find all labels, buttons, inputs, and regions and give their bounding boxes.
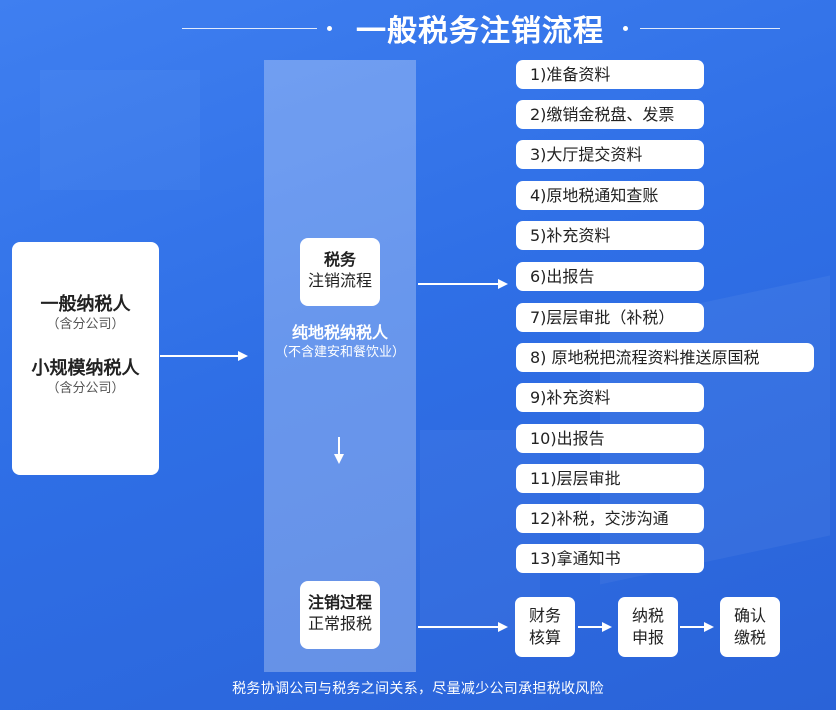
confirm-tax-payment-box: 确认 缴税 (720, 597, 780, 657)
cancellation-period-box: 注销过程 正常报税 (300, 581, 380, 649)
financial-accounting-line2: 核算 (528, 628, 561, 647)
title-line-right (640, 28, 780, 29)
step-item: 8) 原地税把流程资料推送原国税 (516, 343, 814, 372)
cancellation-period-line2: 正常报税 (307, 614, 372, 633)
page-title: 一般税务注销流程 (356, 14, 604, 49)
center-column (264, 60, 416, 672)
cancellation-process-box: 税务 注销流程 (300, 238, 380, 306)
step-item: 11)层层审批 (516, 464, 704, 493)
taxpayer-general-name: 一般纳税人 (40, 294, 131, 315)
cancellation-period-line1: 注销过程 (307, 593, 372, 612)
background-decoration (40, 70, 200, 190)
confirm-tax-payment-line2: 缴税 (733, 628, 766, 647)
taxpayer-small-sub: （含分公司） (46, 381, 125, 396)
step-item: 12)补税，交涉沟通 (516, 504, 704, 533)
step-item: 2)缴销金税盘、发票 (516, 100, 704, 129)
step-item: 7)层层审批（补税） (516, 303, 704, 332)
confirm-tax-payment-line1: 确认 (733, 606, 766, 625)
step-item: 6)出报告 (516, 262, 704, 291)
financial-accounting-line1: 财务 (528, 606, 561, 625)
tax-declaration-line2: 申报 (631, 628, 664, 647)
title-line-left (182, 28, 317, 29)
tax-declaration-box: 纳税 申报 (618, 597, 678, 657)
step-item: 1)准备资料 (516, 60, 704, 89)
title-dot-right (623, 26, 628, 31)
local-tax-payer-label: 纯地税纳税人 （不含建安和餐饮业） (264, 322, 416, 362)
title-dot-left (327, 26, 332, 31)
cancellation-process-line1: 税务 (323, 250, 356, 269)
cancellation-process-line2: 注销流程 (307, 271, 372, 290)
local-tax-payer-main: 纯地税纳税人 (291, 323, 388, 342)
financial-accounting-box: 财务 核算 (515, 597, 575, 657)
tax-declaration-line1: 纳税 (631, 606, 664, 625)
local-tax-payer-sub: （不含建安和餐饮业） (274, 345, 405, 360)
step-item: 3)大厅提交资料 (516, 140, 704, 169)
taxpayer-general-sub: （含分公司） (46, 317, 125, 332)
taxpayer-card: 一般纳税人 （含分公司） 小规模纳税人 （含分公司） (12, 242, 159, 475)
taxpayer-small-name: 小规模纳税人 (31, 358, 140, 379)
step-item: 10)出报告 (516, 424, 704, 453)
step-item: 13)拿通知书 (516, 544, 704, 573)
step-item: 5)补充资料 (516, 221, 704, 250)
step-item: 4)原地税通知查账 (516, 181, 704, 210)
step-item: 9)补充资料 (516, 383, 704, 412)
footer-note: 税务协调公司与税务之间关系，尽量减少公司承担税收风险 (232, 681, 604, 697)
